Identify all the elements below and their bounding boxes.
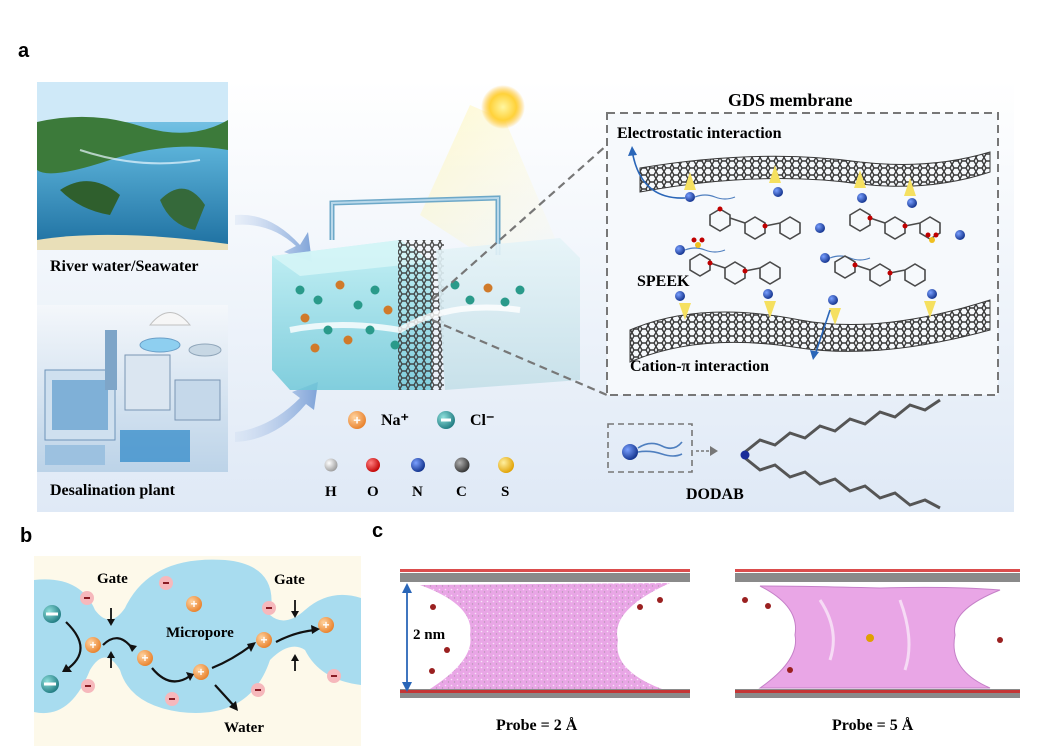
evaporation-device bbox=[272, 195, 580, 390]
svg-text:+: + bbox=[260, 633, 267, 647]
panel-c-letter: c bbox=[372, 520, 384, 542]
micropore-channel bbox=[34, 559, 361, 714]
probe-2-label: Probe = 2 Å bbox=[496, 717, 578, 734]
dodab-label: DODAB bbox=[686, 486, 744, 503]
probe-5-label: Probe = 5 Å bbox=[832, 717, 914, 734]
svg-text:+: + bbox=[190, 597, 197, 611]
svg-text:+: + bbox=[353, 413, 361, 428]
speek-polymer bbox=[689, 208, 941, 287]
hydrogen-atom-icon bbox=[324, 458, 338, 472]
surfactant-molecules bbox=[675, 165, 965, 325]
probe-5-simulation bbox=[735, 569, 1020, 698]
electrostatic-arrow bbox=[631, 149, 686, 199]
speek-label: SPEEK bbox=[637, 273, 690, 290]
gate-label-left: Gate bbox=[97, 571, 128, 587]
sun-icon bbox=[481, 85, 525, 129]
water-label: Water bbox=[224, 720, 264, 736]
oxygen-atom-icon bbox=[366, 458, 380, 472]
desalination-plant-image bbox=[37, 305, 228, 472]
carbon-atom-icon bbox=[454, 457, 470, 473]
sulfur-atom-icon bbox=[498, 457, 514, 473]
cation-pi-arrow bbox=[814, 309, 831, 356]
speek-atoms bbox=[691, 206, 939, 276]
panel-b-letter: b bbox=[20, 525, 33, 547]
probe-2-simulation bbox=[400, 569, 690, 698]
seawater-flow-arrow bbox=[235, 214, 312, 262]
membrane-detail-box bbox=[606, 112, 999, 396]
gds-membrane-title: GDS membrane bbox=[728, 90, 853, 110]
gate-label-right: Gate bbox=[274, 572, 305, 588]
panel-a-letter: a bbox=[18, 40, 30, 62]
na-ion-icon bbox=[348, 411, 366, 429]
carbon-label: C bbox=[456, 484, 467, 500]
sunlight-beam bbox=[420, 105, 560, 270]
desalination-plant-label: Desalination plant bbox=[50, 482, 175, 499]
seawater-image bbox=[37, 82, 228, 250]
b-sodium-ions bbox=[85, 596, 334, 680]
micropore-label: Micropore bbox=[166, 625, 234, 641]
river-seawater-label: River water/Seawater bbox=[50, 258, 199, 275]
nitrogen-label: N bbox=[412, 484, 423, 500]
cation-pi-interaction-label: Cation-π interaction bbox=[630, 358, 769, 375]
dodab-icon-box bbox=[607, 423, 693, 473]
zoom-line-bottom bbox=[431, 318, 608, 397]
nitrogen-atom-icon bbox=[411, 458, 425, 472]
svg-text:+: + bbox=[141, 651, 148, 665]
sulfur-label: S bbox=[501, 484, 510, 500]
oxygen-label: O bbox=[367, 484, 379, 500]
graphene-sheet-bottom bbox=[629, 299, 991, 363]
svg-text:+: + bbox=[89, 638, 96, 652]
cl-ion-label: Cl⁻ bbox=[470, 412, 495, 429]
svg-text:+: + bbox=[197, 665, 204, 679]
na-ion-label: Na⁺ bbox=[381, 412, 409, 429]
electrostatic-interaction-label: Electrostatic interaction bbox=[617, 125, 782, 142]
svg-text:+: + bbox=[322, 618, 329, 632]
scale-bar-label: 2 nm bbox=[413, 627, 446, 643]
hydrogen-label: H bbox=[325, 484, 337, 500]
dodab-structure bbox=[740, 398, 941, 510]
